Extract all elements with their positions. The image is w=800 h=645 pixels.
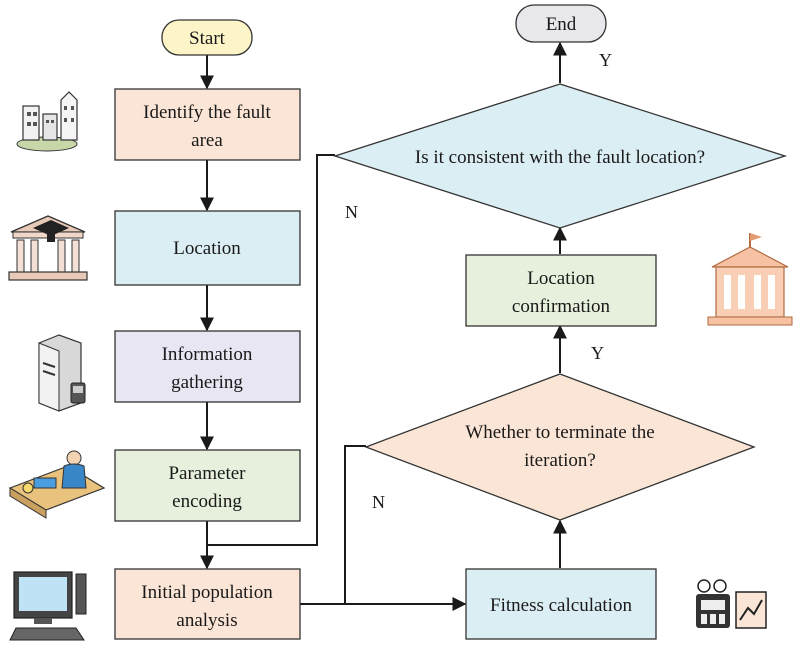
government-building-icon [707, 233, 793, 326]
end-label: End [546, 14, 577, 35]
node-initial: Initial population analysis [114, 568, 301, 640]
location-label: Location [173, 238, 241, 259]
initial-label-line2: analysis [176, 610, 237, 631]
city-buildings-icon [16, 91, 78, 152]
node-encoding: Parameter encoding [114, 449, 301, 522]
node-start: Start [161, 19, 253, 56]
edges [200, 41, 567, 611]
encoding-label-line2: encoding [172, 491, 242, 512]
node-consistent: Is it consistent with the fault location… [332, 83, 788, 229]
encoding-label-line1: Parameter [168, 463, 246, 484]
edge-consistent-no-loop [207, 154, 335, 546]
identify-label-line1: Identify the fault [143, 102, 271, 123]
node-location: Location [114, 210, 301, 286]
consistent-label: Is it consistent with the fault location… [415, 147, 705, 168]
confirmation-label-line2: confirmation [512, 296, 611, 317]
terminate-label-line2: iteration? [524, 450, 596, 471]
encoding-box [114, 449, 301, 522]
terminate-label-line1: Whether to terminate the [465, 422, 654, 443]
gathering-label-line2: gathering [171, 372, 243, 393]
node-end: End [515, 4, 607, 43]
gathering-label-line1: Information [162, 344, 253, 365]
start-label: Start [189, 28, 226, 49]
confirmation-label-line1: Location [527, 268, 595, 289]
terminate-yes-label: Y [591, 343, 604, 363]
node-identify: Identify the fault area [114, 88, 301, 161]
location-box [114, 210, 301, 286]
consistent-no-label: N [345, 202, 358, 222]
identify-box [114, 88, 301, 161]
identify-label-line2: area [191, 130, 223, 151]
end-terminal [515, 4, 607, 43]
gathering-box [114, 330, 301, 403]
node-gathering: Information gathering [114, 330, 301, 403]
node-terminate: Whether to terminate the iteration? [364, 373, 756, 521]
consistent-diamond [332, 83, 788, 229]
analytics-chart-icon [696, 579, 767, 629]
start-terminal [161, 19, 253, 56]
terminate-diamond [364, 373, 756, 521]
fitness-label: Fitness calculation [490, 595, 632, 616]
initial-label-line1: Initial population [141, 582, 273, 603]
node-confirmation: Location confirmation [465, 254, 657, 327]
desktop-computer-icon [9, 571, 87, 641]
graduation-building-icon [8, 215, 88, 281]
node-fitness: Fitness calculation [465, 568, 657, 640]
confirmation-box [465, 254, 657, 327]
terminate-no-label: N [372, 492, 385, 512]
consistent-yes-label: Y [599, 50, 612, 70]
server-computer-icon [38, 334, 86, 412]
initial-box [114, 568, 301, 640]
edge-terminate-no-loop [300, 445, 366, 605]
fitness-box [465, 568, 657, 640]
worker-at-desk-icon [8, 450, 106, 519]
